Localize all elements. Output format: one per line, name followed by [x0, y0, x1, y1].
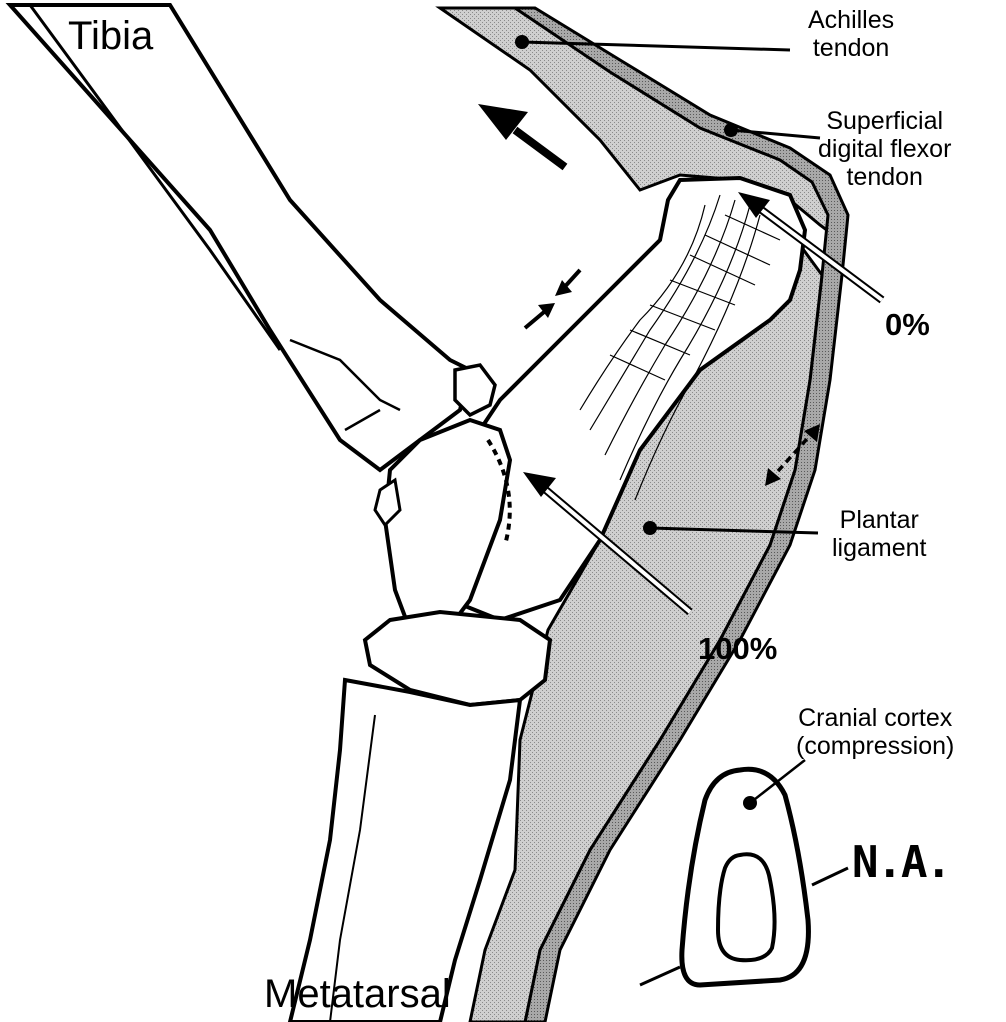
hundred-percent-label: 100% [698, 632, 777, 667]
achilles-line-2: tendon [808, 34, 894, 62]
tension-arrow-icon [478, 104, 565, 167]
zero-percent-label: 0% [885, 308, 930, 343]
tibia-label: Tibia [68, 14, 153, 59]
neutral-axis-line-right [812, 868, 848, 885]
tibia-bone-shape [10, 5, 470, 470]
cranial-cortex-label: Cranial cortex (compression) [796, 704, 954, 760]
compression-arrows-icon [525, 270, 580, 328]
cross-section [640, 760, 848, 985]
neutral-axis-label: N.A. [852, 838, 950, 887]
talus-bone-shape [455, 365, 495, 415]
plantar-ligament-label: Plantar ligament [832, 506, 927, 562]
sdf-tendon-label: Superficial digital flexor tendon [818, 107, 951, 191]
plantar-line-1: Plantar [832, 506, 927, 534]
neutral-axis-line-left [640, 967, 680, 985]
cross-section-medulla [718, 854, 775, 960]
achilles-line-1: Achilles [808, 6, 894, 34]
cranial-line-1: Cranial cortex [796, 704, 954, 732]
sdf-line-2: digital flexor [818, 135, 951, 163]
sdf-line-3: tendon [818, 163, 951, 191]
plantar-line-2: ligament [832, 534, 927, 562]
achilles-tendon-label: Achilles tendon [808, 6, 894, 62]
metatarsal-label: Metatarsal [264, 972, 451, 1017]
sdf-line-1: Superficial [818, 107, 951, 135]
cranial-line-2: (compression) [796, 732, 954, 760]
